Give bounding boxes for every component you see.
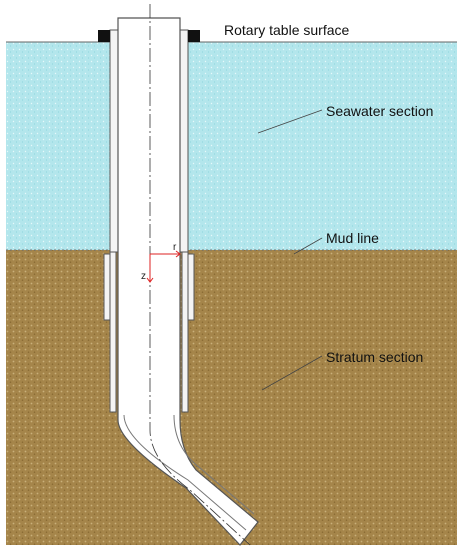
drill-pipe-inner-wall-2 <box>173 414 255 515</box>
stratum-leader <box>261 355 323 391</box>
well-centerline <box>149 4 251 546</box>
mud-line-label: Mud line <box>326 230 379 246</box>
conductor-casing-left <box>103 253 111 321</box>
z-axis-arrow <box>146 277 154 283</box>
rotary-table-label: Rotary table surface <box>224 22 349 38</box>
outer-casing-left-wall <box>109 29 119 253</box>
conductor-casing-right <box>187 253 195 321</box>
z-axis-label: z <box>141 271 146 282</box>
seawater-label: Seawater section <box>326 103 433 119</box>
rotary-table-block-right <box>188 30 200 42</box>
drill-pipe <box>117 17 259 546</box>
drill-pipe-inner-wall <box>123 414 247 531</box>
intermediate-casing-left <box>109 251 117 413</box>
outer-casing-right-wall <box>179 29 189 253</box>
seawater-layer <box>6 42 457 250</box>
r-axis-arrow <box>175 250 181 258</box>
mud-line-leader <box>293 237 323 255</box>
r-axis-label: r <box>173 242 177 253</box>
stratum-layer <box>6 250 457 545</box>
stratum-label: Stratum section <box>326 349 423 365</box>
intermediate-casing-right <box>181 251 189 413</box>
seawater-leader <box>257 109 323 134</box>
rotary-table-block-left <box>98 30 110 42</box>
